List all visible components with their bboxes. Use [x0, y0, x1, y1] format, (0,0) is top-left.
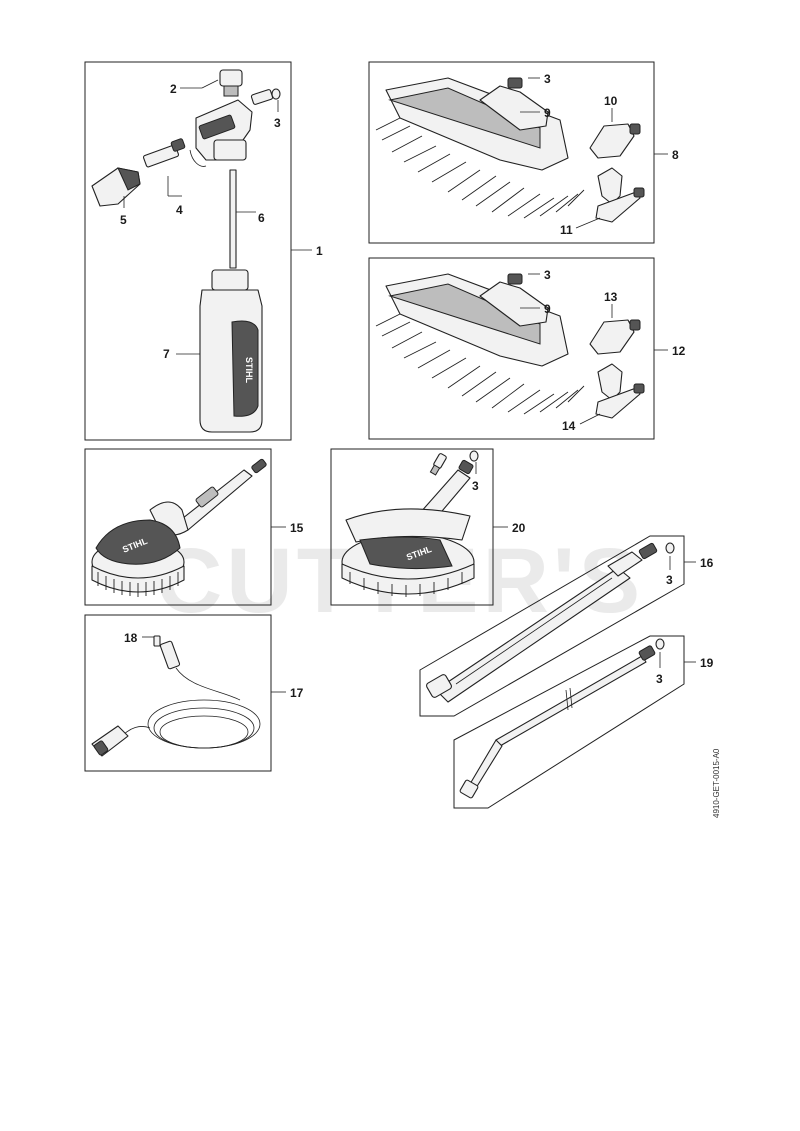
- nozzle-part-5: [91, 167, 141, 207]
- callout-20: 20: [512, 521, 526, 535]
- nozzle-part-10: [589, 123, 641, 159]
- group-hose-17: 18 17: [84, 614, 304, 772]
- spray-lance: [426, 542, 658, 703]
- callout-7: 7: [163, 347, 170, 361]
- group-brush-kit-8: 3 9 10 11 8: [368, 61, 679, 244]
- group-brush-kit-12: 3 9 13 14 12: [368, 257, 686, 440]
- rotary-brush: STIHL: [91, 458, 267, 597]
- callout-11: 11: [560, 223, 573, 237]
- callout-3: 3: [666, 573, 673, 587]
- foam-bottle: STIHL: [199, 269, 263, 433]
- adapter-part-4: [142, 138, 186, 168]
- bottle-brand: STIHL: [244, 357, 254, 384]
- callout-1: 1: [316, 244, 323, 258]
- box-group-17: [84, 614, 272, 772]
- callout-10: 10: [604, 94, 618, 108]
- callout-13: 13: [604, 290, 618, 304]
- callout-3: 3: [472, 479, 479, 493]
- callout-18: 18: [124, 631, 138, 645]
- wash-brush-9b: [375, 273, 585, 415]
- group-rotary-brush-15: STIHL 15: [84, 448, 304, 606]
- callout-9: 9: [544, 106, 551, 120]
- surface-cleaner: STIHL: [341, 450, 479, 597]
- callout-14: 14: [562, 419, 576, 433]
- group-foam-nozzle-kit: STIHL 2 3 4 5 6 7 1: [84, 61, 323, 441]
- box-group-1: [84, 61, 292, 441]
- nozzle-part-11: [595, 167, 645, 223]
- callout-5: 5: [120, 213, 127, 227]
- box-group-16: [419, 535, 685, 717]
- callout-9: 9: [544, 302, 551, 316]
- wash-brush-9a: [375, 77, 585, 219]
- callout-12: 12: [672, 344, 686, 358]
- group-angled-lance-19: 3 19: [453, 635, 714, 809]
- callout-15: 15: [290, 521, 304, 535]
- group-surface-cleaner-20: STIHL 3 20: [330, 448, 526, 606]
- callout-17: 17: [290, 686, 304, 700]
- callout-3: 3: [274, 116, 281, 130]
- box-group-19: [453, 635, 685, 809]
- callout-2: 2: [170, 82, 177, 96]
- high-pressure-hose: [91, 635, 261, 757]
- callout-3: 3: [544, 268, 551, 282]
- callout-3: 3: [544, 72, 551, 86]
- callout-8: 8: [672, 148, 679, 162]
- nozzle-part-13: [589, 319, 641, 355]
- box-group-12: [368, 257, 655, 440]
- callout-16: 16: [700, 556, 714, 570]
- group-spray-lance-16: 3 16: [419, 535, 714, 717]
- callout-4: 4: [176, 203, 183, 217]
- suction-tube: [229, 169, 237, 269]
- foam-nozzle-head: [189, 69, 281, 167]
- reference-code: 4910-GET-0015-A0: [712, 748, 721, 818]
- callout-3: 3: [656, 672, 663, 686]
- angled-lance: [459, 645, 656, 799]
- callout-19: 19: [700, 656, 714, 670]
- nozzle-part-14: [595, 363, 645, 419]
- callout-6: 6: [258, 211, 265, 225]
- box-group-8: [368, 61, 655, 244]
